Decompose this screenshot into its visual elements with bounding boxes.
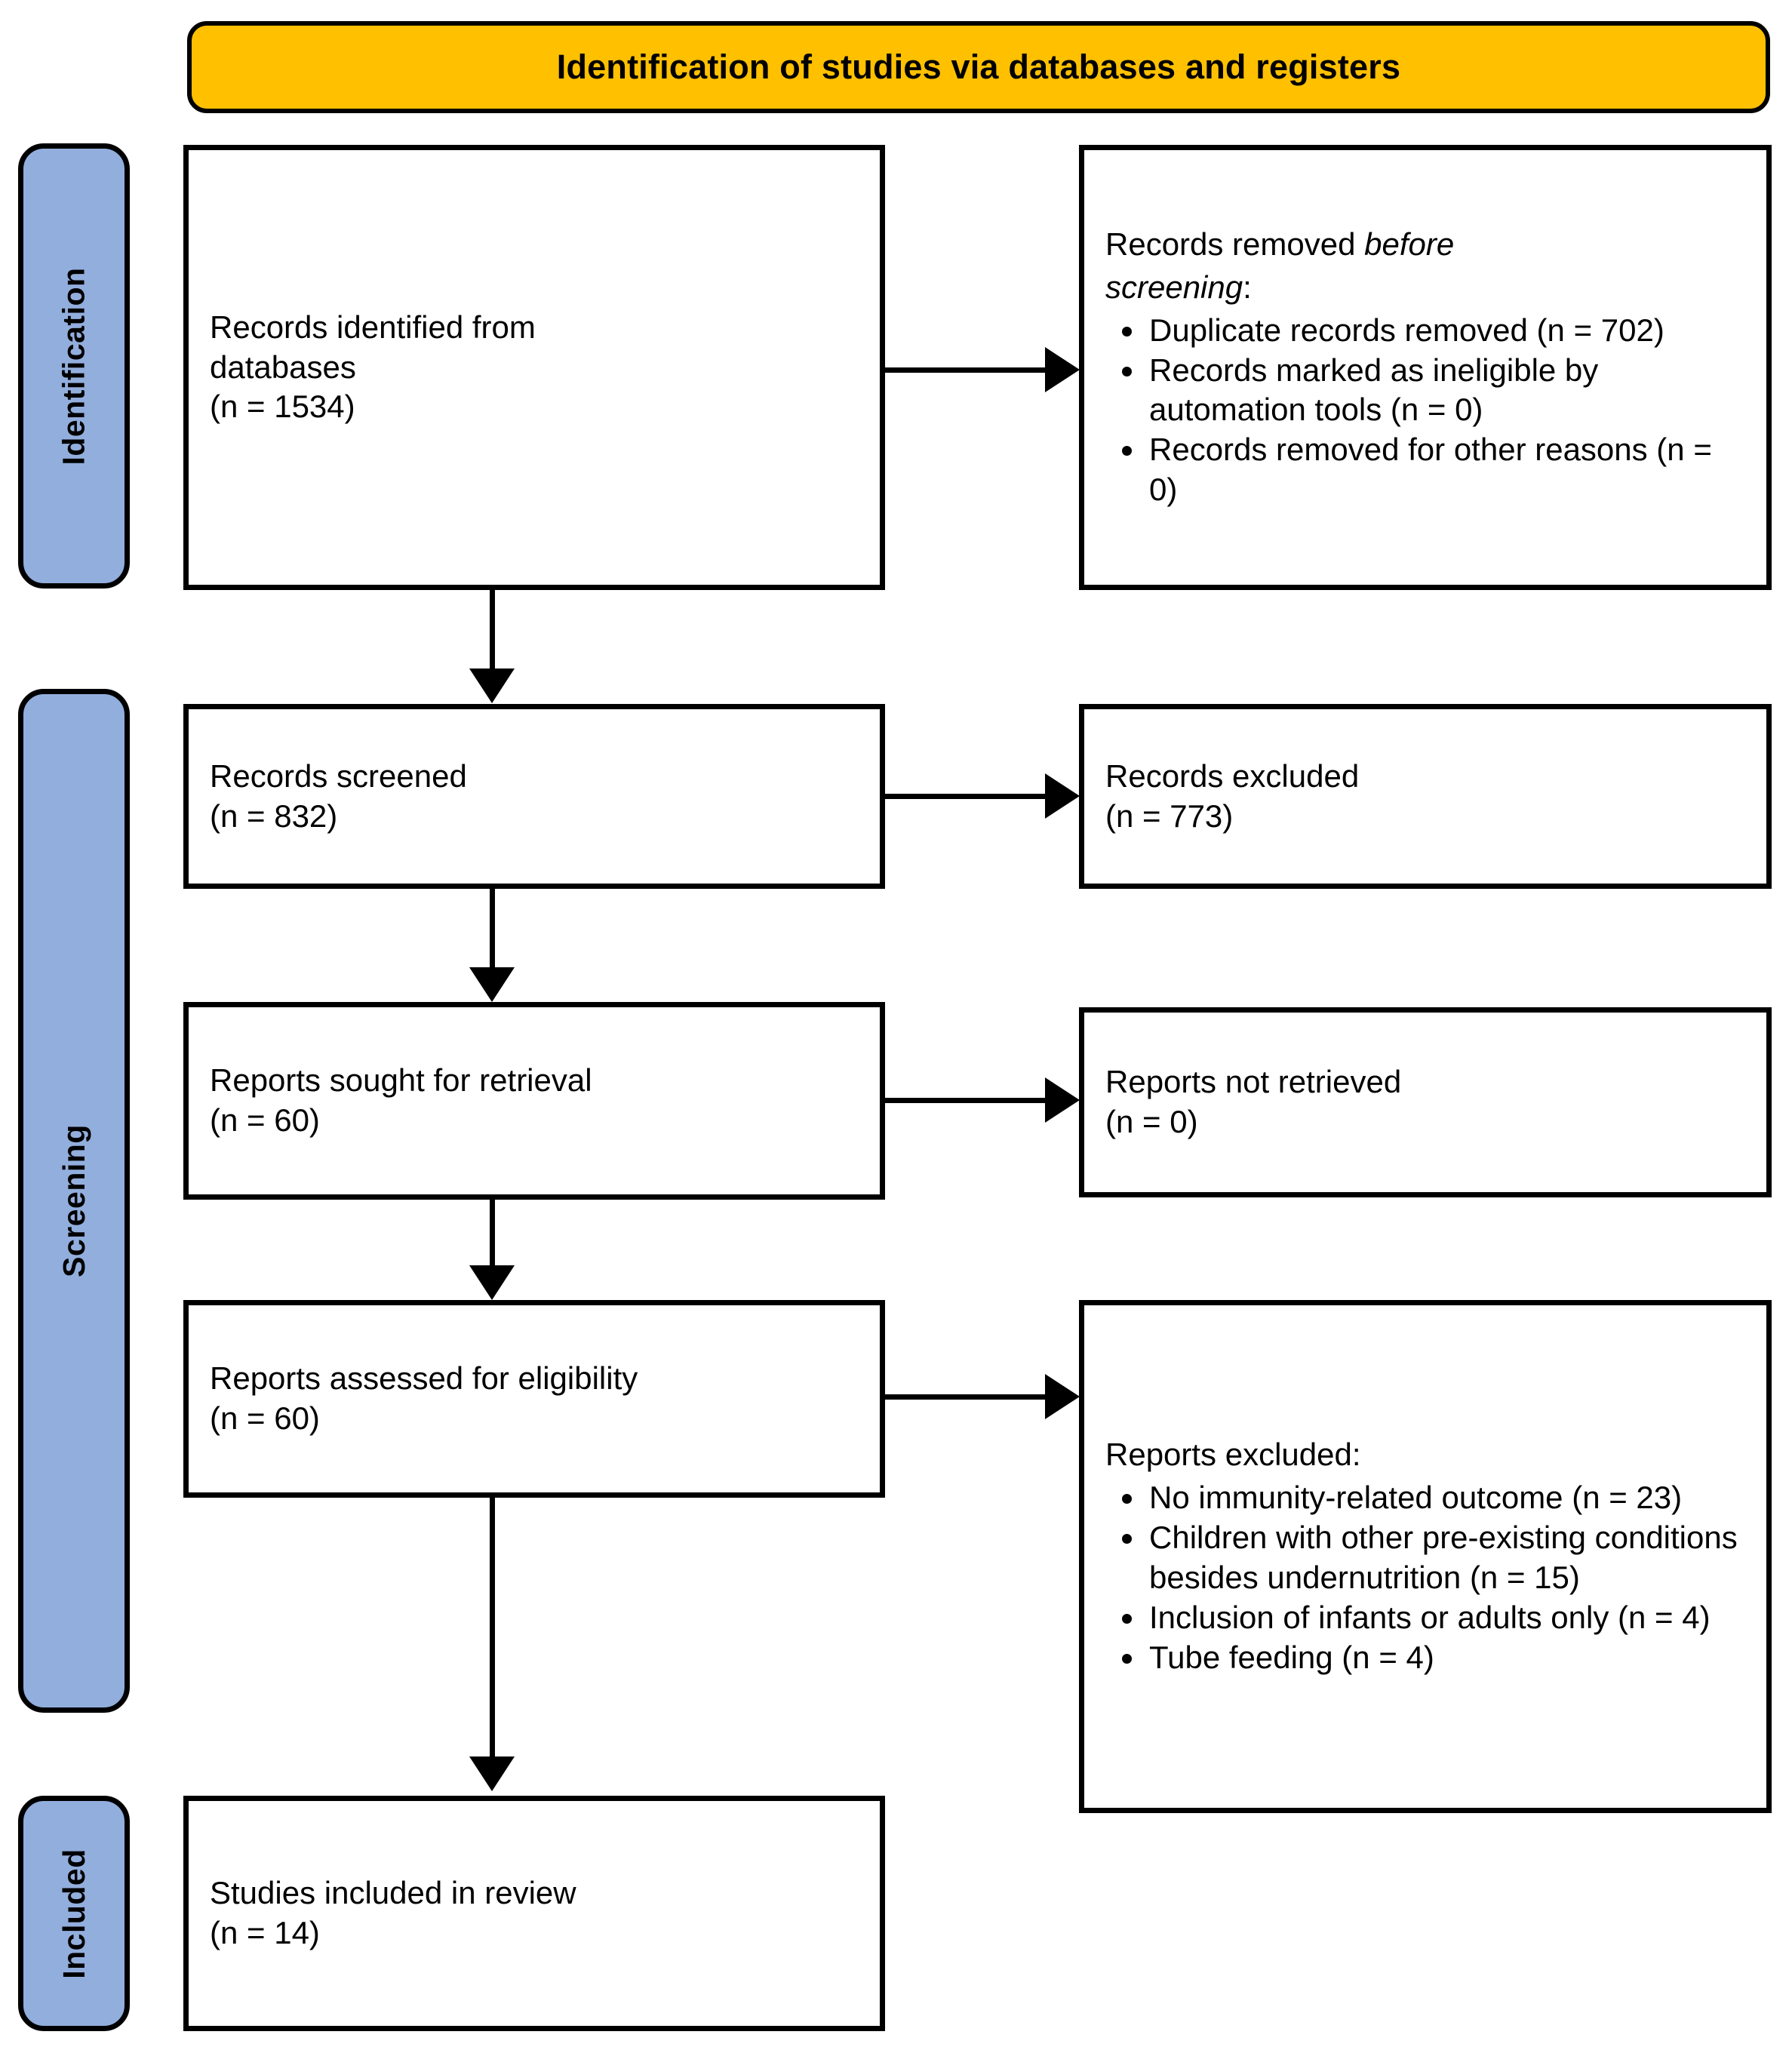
connector-screened-to-sought-arrowhead-icon bbox=[469, 967, 515, 1002]
connector-screened-to-sought-line bbox=[490, 889, 495, 972]
banner-title: Identification of studies via databases … bbox=[556, 48, 1401, 87]
stage-included-text: Included bbox=[56, 1848, 91, 1979]
box-records-screened: Records screened (n = 832) bbox=[183, 704, 885, 889]
reports-excluded-lead: Reports excluded: bbox=[1105, 1437, 1361, 1473]
box-records-identified: Records identified from databases (n = 1… bbox=[183, 145, 885, 590]
stage-label-identification: Identification bbox=[18, 143, 130, 589]
connector-identified-to-removed-line bbox=[885, 367, 1050, 373]
stage-label-screening: Screening bbox=[18, 689, 130, 1713]
stage-screening-text: Screening bbox=[56, 1124, 91, 1277]
connector-identified-to-screened-arrowhead-icon bbox=[469, 668, 515, 703]
records-removed-lead-colon: : bbox=[1243, 269, 1252, 305]
connector-identified-to-screened-line bbox=[490, 590, 495, 678]
connector-assessed-to-included-line bbox=[490, 1498, 495, 1758]
connector-sought-to-assessed-line bbox=[490, 1200, 495, 1274]
stage-label-included: Included bbox=[18, 1796, 130, 2031]
connector-assessed-to-repexcluded-line bbox=[885, 1394, 1050, 1400]
records-screened-label: Records screened bbox=[210, 758, 467, 794]
connector-sought-to-notretrieved-arrowhead-icon bbox=[1045, 1077, 1080, 1123]
records-identified-line2: databases bbox=[210, 349, 356, 385]
records-identified-count: (n = 1534) bbox=[210, 389, 355, 425]
connector-sought-to-notretrieved-line bbox=[885, 1098, 1050, 1103]
list-item: Children with other pre-existing conditi… bbox=[1146, 1518, 1745, 1598]
reports-not-retrieved-count: (n = 0) bbox=[1105, 1104, 1198, 1139]
box-reports-sought-for-retrieval: Reports sought for retrieval (n = 60) bbox=[183, 1002, 885, 1200]
connector-assessed-to-repexcluded-arrowhead-icon bbox=[1045, 1374, 1080, 1419]
header-banner: Identification of studies via databases … bbox=[187, 21, 1770, 113]
records-removed-lead-italic-1: before bbox=[1364, 226, 1455, 262]
reports-assessed-label: Reports assessed for eligibility bbox=[210, 1360, 638, 1397]
records-screened-count: (n = 832) bbox=[210, 798, 338, 834]
connector-screened-to-excluded-line bbox=[885, 794, 1050, 799]
reports-sought-count: (n = 60) bbox=[210, 1102, 320, 1138]
records-excluded-count: (n = 773) bbox=[1105, 798, 1234, 834]
connector-sought-to-assessed-arrowhead-icon bbox=[469, 1265, 515, 1300]
box-records-removed-before-screening: Records removed before screening: Duplic… bbox=[1079, 145, 1772, 590]
records-removed-lead: Records removed before bbox=[1105, 225, 1745, 265]
stage-identification-text: Identification bbox=[56, 266, 91, 466]
list-item: Records removed for other reasons (n = 0… bbox=[1146, 430, 1745, 510]
list-item: Duplicate records removed (n = 702) bbox=[1146, 311, 1745, 351]
records-removed-lead-italic-2: screening bbox=[1105, 269, 1243, 305]
records-removed-lead2: screening: bbox=[1105, 268, 1745, 308]
records-removed-bullet-list: Duplicate records removed (n = 702) Reco… bbox=[1105, 311, 1745, 511]
list-item: Tube feeding (n = 4) bbox=[1146, 1638, 1745, 1678]
records-excluded-label: Records excluded bbox=[1105, 758, 1360, 794]
box-reports-excluded: Reports excluded: No immunity-related ou… bbox=[1079, 1300, 1772, 1813]
list-item: No immunity-related outcome (n = 23) bbox=[1146, 1478, 1745, 1518]
studies-included-count: (n = 14) bbox=[210, 1915, 320, 1950]
connector-screened-to-excluded-arrowhead-icon bbox=[1045, 773, 1080, 819]
connector-assessed-to-included-arrowhead-icon bbox=[469, 1756, 515, 1791]
records-identified-line1: Records identified from bbox=[210, 309, 536, 345]
connector-identified-to-removed-arrowhead-icon bbox=[1045, 347, 1080, 392]
reports-excluded-bullet-list: No immunity-related outcome (n = 23) Chi… bbox=[1105, 1478, 1745, 1678]
records-removed-lead-plain: Records removed bbox=[1105, 226, 1365, 262]
list-item: Inclusion of infants or adults only (n =… bbox=[1146, 1598, 1745, 1638]
reports-sought-label: Reports sought for retrieval bbox=[210, 1062, 592, 1099]
reports-assessed-count: (n = 60) bbox=[210, 1400, 320, 1436]
studies-included-label: Studies included in review bbox=[210, 1875, 576, 1911]
box-reports-not-retrieved: Reports not retrieved (n = 0) bbox=[1079, 1007, 1772, 1197]
list-item: Records marked as ineligible by automati… bbox=[1146, 351, 1745, 431]
box-studies-included-in-review: Studies included in review (n = 14) bbox=[183, 1796, 885, 2031]
box-reports-assessed-for-eligibility: Reports assessed for eligibility (n = 60… bbox=[183, 1300, 885, 1498]
reports-not-retrieved-label: Reports not retrieved bbox=[1105, 1064, 1402, 1100]
box-records-excluded: Records excluded (n = 773) bbox=[1079, 704, 1772, 889]
